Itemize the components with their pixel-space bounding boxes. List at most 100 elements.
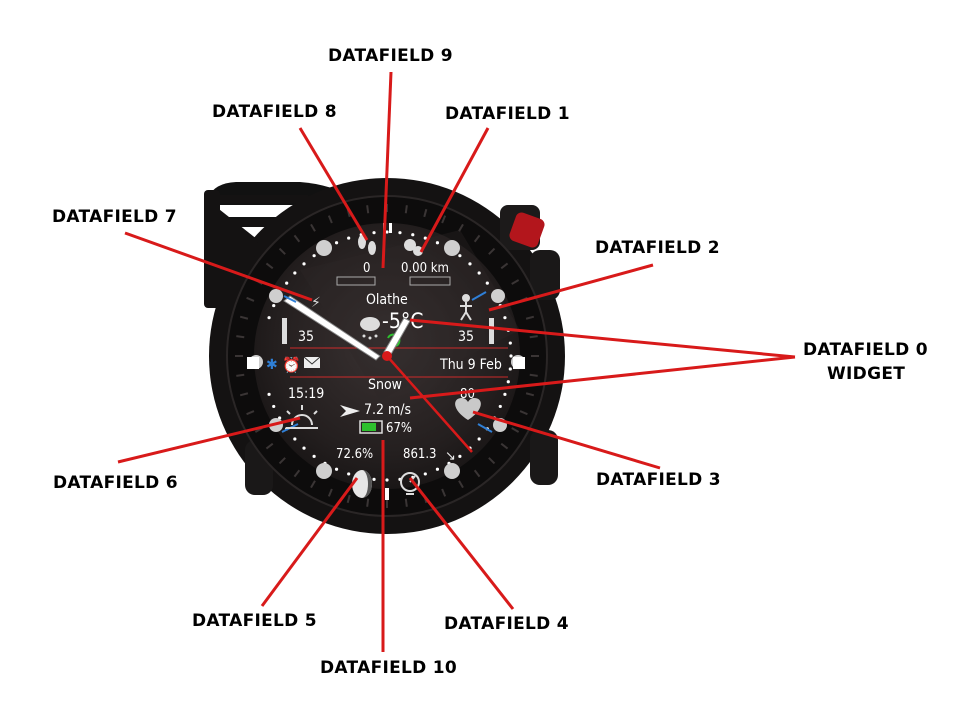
dial-dot	[272, 303, 276, 308]
callout-datafield-7: DATAFIELD 7	[52, 207, 177, 227]
bezel-tick	[525, 392, 535, 397]
dial-dot	[312, 254, 316, 258]
left-datafield-value: 35	[298, 329, 314, 345]
bezel-tick	[529, 373, 538, 377]
dial-dot	[423, 236, 427, 240]
dial-dot	[477, 271, 481, 275]
dial-dot	[267, 392, 271, 396]
dial-dot	[503, 316, 507, 320]
dial-dot	[508, 367, 512, 371]
bezel-tick	[404, 498, 408, 507]
bezel-markers	[235, 204, 539, 508]
bezel-tick	[265, 262, 274, 270]
callout-lines	[117, 71, 796, 652]
dial-dot	[458, 254, 462, 258]
dial-dot	[506, 380, 510, 384]
bezel-tick	[310, 223, 316, 232]
bezel-tick	[265, 442, 274, 450]
dial-dot	[312, 454, 316, 458]
bezel-tick	[529, 335, 538, 339]
moon-icon	[352, 470, 372, 498]
dial-dot	[334, 241, 339, 245]
bezel-tick	[488, 457, 496, 465]
callout-datafield-10: DATAFIELD 10	[320, 658, 458, 678]
crown-button[interactable]	[508, 211, 546, 249]
bezel-tick	[473, 469, 481, 478]
dial-dot	[285, 281, 289, 285]
dial-dot	[435, 467, 440, 471]
callout-datafield-8: DATAFIELD 8	[212, 102, 337, 122]
bezel-tick	[239, 315, 249, 320]
bezel-tick	[246, 410, 255, 416]
dial-dot	[508, 341, 512, 345]
sunrise-icon	[286, 405, 318, 429]
dial-dot	[423, 472, 427, 476]
dial-dot	[385, 478, 389, 482]
location-pin-icon	[404, 239, 423, 256]
bezel-tick	[278, 457, 286, 465]
weather-snow-icon	[360, 317, 380, 340]
callout-datafield-1: DATAFIELD 1	[445, 104, 570, 124]
dial-dot	[477, 437, 481, 441]
heart-rate-value: 80	[460, 387, 475, 402]
footprints-icon	[358, 235, 376, 255]
bezel-tick	[327, 215, 333, 224]
dial-dot	[372, 231, 376, 235]
lightning-icon: ⚡	[311, 295, 321, 311]
callout-datafield-2: DATAFIELD 2	[595, 238, 720, 258]
dial-dot	[385, 230, 389, 234]
bezel-tick	[500, 262, 509, 270]
right-datafield-value: 35	[458, 329, 474, 345]
moon-illumination: 72.6%	[336, 447, 373, 462]
callout-datafield-9: DATAFIELD 9	[328, 46, 453, 66]
distance-progress-bar	[409, 276, 451, 286]
dial-dot	[293, 271, 297, 275]
dial-dot	[302, 446, 306, 450]
weather-condition: Snow	[368, 377, 402, 393]
dial-dot	[267, 316, 271, 320]
message-icon	[304, 357, 320, 368]
dial-dot	[468, 262, 472, 266]
bezel-tick	[525, 315, 535, 320]
dial-dot	[485, 281, 489, 285]
sunrise-time: 15:19	[288, 386, 324, 402]
callout-datafield-0: DATAFIELD 0	[803, 340, 928, 360]
alarm-icon: ⏰	[282, 355, 301, 374]
battery-icon	[359, 420, 383, 434]
steps-progress-bar	[336, 276, 376, 286]
dial-index-dots	[267, 230, 513, 482]
bezel-tick	[441, 215, 447, 224]
dial-dot	[509, 354, 513, 358]
callout-datafield-3: DATAFIELD 3	[596, 470, 721, 490]
dial-dot	[498, 404, 502, 409]
bezel-tick	[293, 234, 301, 243]
bezel-tick	[366, 205, 370, 214]
callout-datafield-4: DATAFIELD 4	[444, 614, 569, 634]
bezel-tick	[246, 296, 255, 302]
battery-value: 67%	[386, 421, 412, 436]
bezel-tick	[458, 223, 464, 232]
wind-value: 7.2 m/s	[364, 402, 411, 418]
callout-datafield-6: DATAFIELD 6	[53, 473, 178, 493]
dial-dot	[302, 262, 306, 266]
bezel-tick	[366, 498, 370, 507]
left-square-marker	[247, 357, 259, 369]
right-square-marker	[513, 357, 525, 369]
distance-value: 0.00 km	[401, 261, 449, 276]
pressure-value: 861.3	[403, 447, 436, 462]
bezel-tick	[310, 480, 316, 489]
bezel-tick	[239, 392, 249, 397]
bezel-tick	[519, 410, 528, 416]
dial-dot	[372, 477, 376, 481]
bezel-tick	[278, 247, 286, 255]
dial-dot	[347, 472, 351, 476]
bezel-tick	[293, 469, 301, 478]
bezel-tick	[488, 247, 496, 255]
dial-dot	[398, 231, 402, 235]
bezel-tick	[404, 205, 408, 214]
bezel-tick	[511, 427, 520, 433]
bezel-tick	[236, 373, 245, 377]
dial-dot	[458, 454, 462, 458]
bezel-tick	[458, 480, 464, 489]
